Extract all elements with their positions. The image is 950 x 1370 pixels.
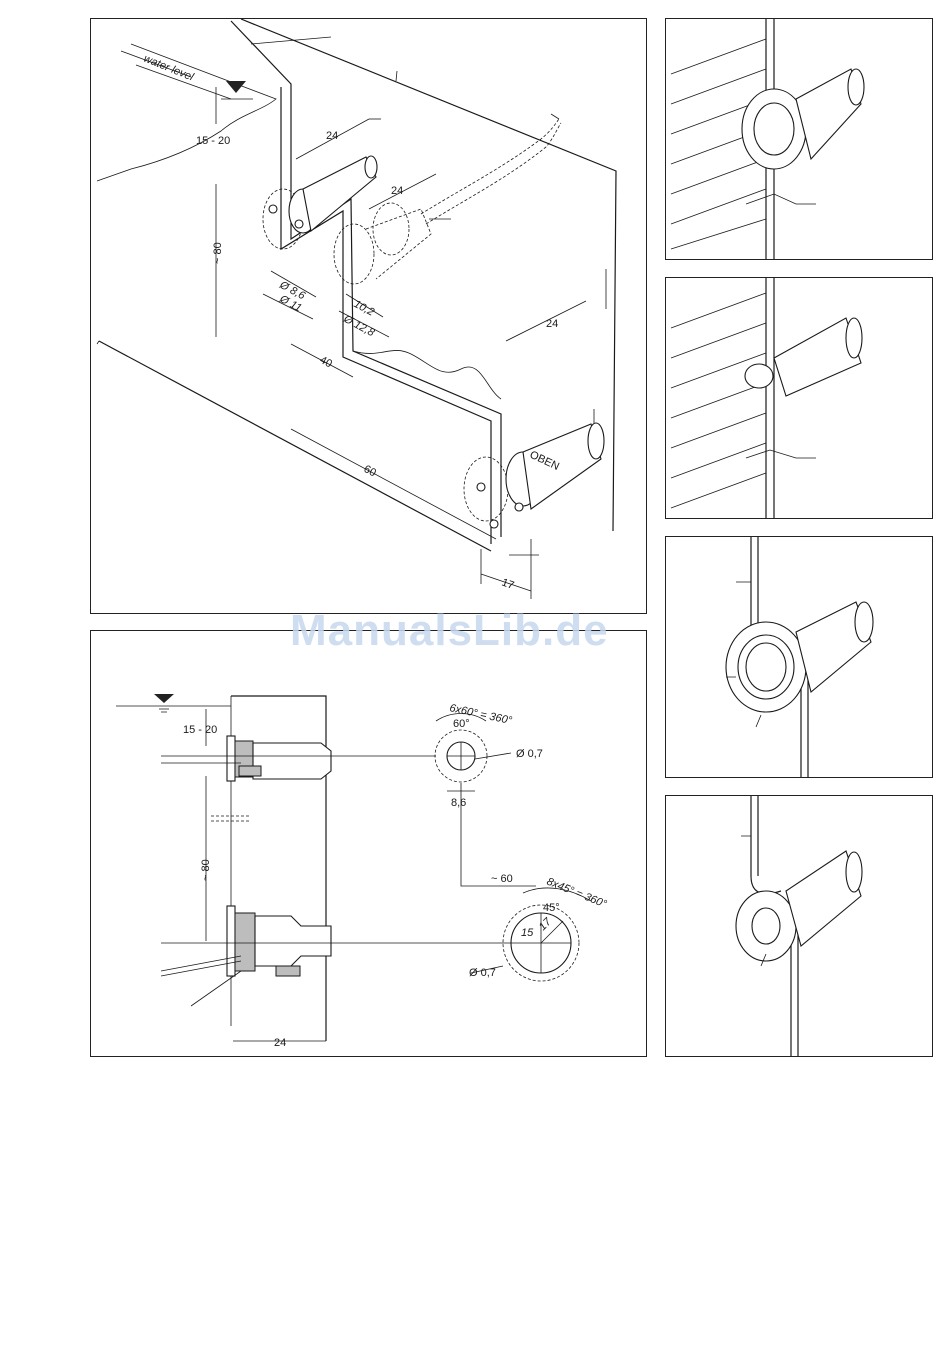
detail-2-drawing bbox=[666, 278, 932, 518]
dim-24-a: 24 bbox=[326, 130, 338, 142]
dim-24-c: 24 bbox=[546, 318, 558, 330]
panel-cross-section: 15 - 20 ~ 80 24 6x60° = 360° 60° Ø 0,7 8… bbox=[90, 630, 647, 1057]
dim-60-deg: 60° bbox=[453, 718, 470, 730]
panel-detail-4 bbox=[665, 795, 933, 1057]
watermark: ManualsLib.de bbox=[290, 606, 609, 656]
detail-4-drawing bbox=[666, 796, 932, 1056]
upper-jet bbox=[263, 156, 377, 249]
dim-10-2: 10,2 bbox=[352, 298, 377, 319]
panel-detail-3 bbox=[665, 536, 933, 778]
sec-dim-24: 24 bbox=[274, 1037, 286, 1049]
water-surface bbox=[97, 44, 276, 181]
wall-back-edge bbox=[231, 21, 501, 537]
bolt-pattern-lower: 8x45° = 360° 45° 15 17 Ø 0,7 bbox=[469, 876, 609, 981]
panel-installation-isometric: water level bbox=[90, 18, 647, 614]
section-drawing: 15 - 20 ~ 80 24 6x60° = 360° 60° Ø 0,7 8… bbox=[91, 631, 646, 1056]
bolt-pattern-upper: 6x60° = 360° 60° Ø 0,7 8,6 bbox=[435, 702, 543, 809]
lower-jet: OBEN bbox=[464, 423, 604, 528]
isometric-drawing: water level bbox=[91, 19, 646, 613]
dim-0-7-upper: Ø 0,7 bbox=[516, 748, 543, 760]
wall-bottom-edge bbox=[99, 341, 491, 551]
dim-0-7-lower: Ø 0,7 bbox=[469, 967, 496, 979]
water-level-label: water level bbox=[142, 53, 196, 84]
dim-60: 60 bbox=[362, 463, 378, 479]
dim-80: ~ 80 bbox=[212, 242, 224, 264]
dim-17: 17 bbox=[500, 577, 516, 592]
panel-detail-2 bbox=[665, 277, 933, 519]
dim-24-b: 24 bbox=[391, 185, 403, 197]
water-level-marker-icon bbox=[154, 694, 174, 703]
water-level-marker-icon bbox=[226, 81, 246, 93]
panel-detail-1 bbox=[665, 18, 933, 260]
upper-jet-section bbox=[227, 736, 331, 781]
dim-8-6-sec: 8,6 bbox=[451, 797, 466, 809]
dim-45-deg: 45° bbox=[543, 902, 560, 914]
dim-40: 40 bbox=[318, 354, 334, 370]
upper-jet-hidden bbox=[334, 203, 431, 284]
sec-dim-80: ~ 80 bbox=[200, 859, 212, 881]
dim-12-8: Ø 12,8 bbox=[341, 313, 377, 340]
detail-3-drawing bbox=[666, 537, 932, 777]
sec-dim-15-20: 15 - 20 bbox=[183, 724, 217, 736]
lower-jet-section bbox=[227, 906, 331, 976]
dim-60-sec: ~ 60 bbox=[491, 873, 513, 885]
dim-15-20: 15 - 20 bbox=[196, 135, 230, 147]
detail-1-drawing bbox=[666, 19, 932, 259]
dim-15-sec: 15 bbox=[521, 927, 534, 939]
